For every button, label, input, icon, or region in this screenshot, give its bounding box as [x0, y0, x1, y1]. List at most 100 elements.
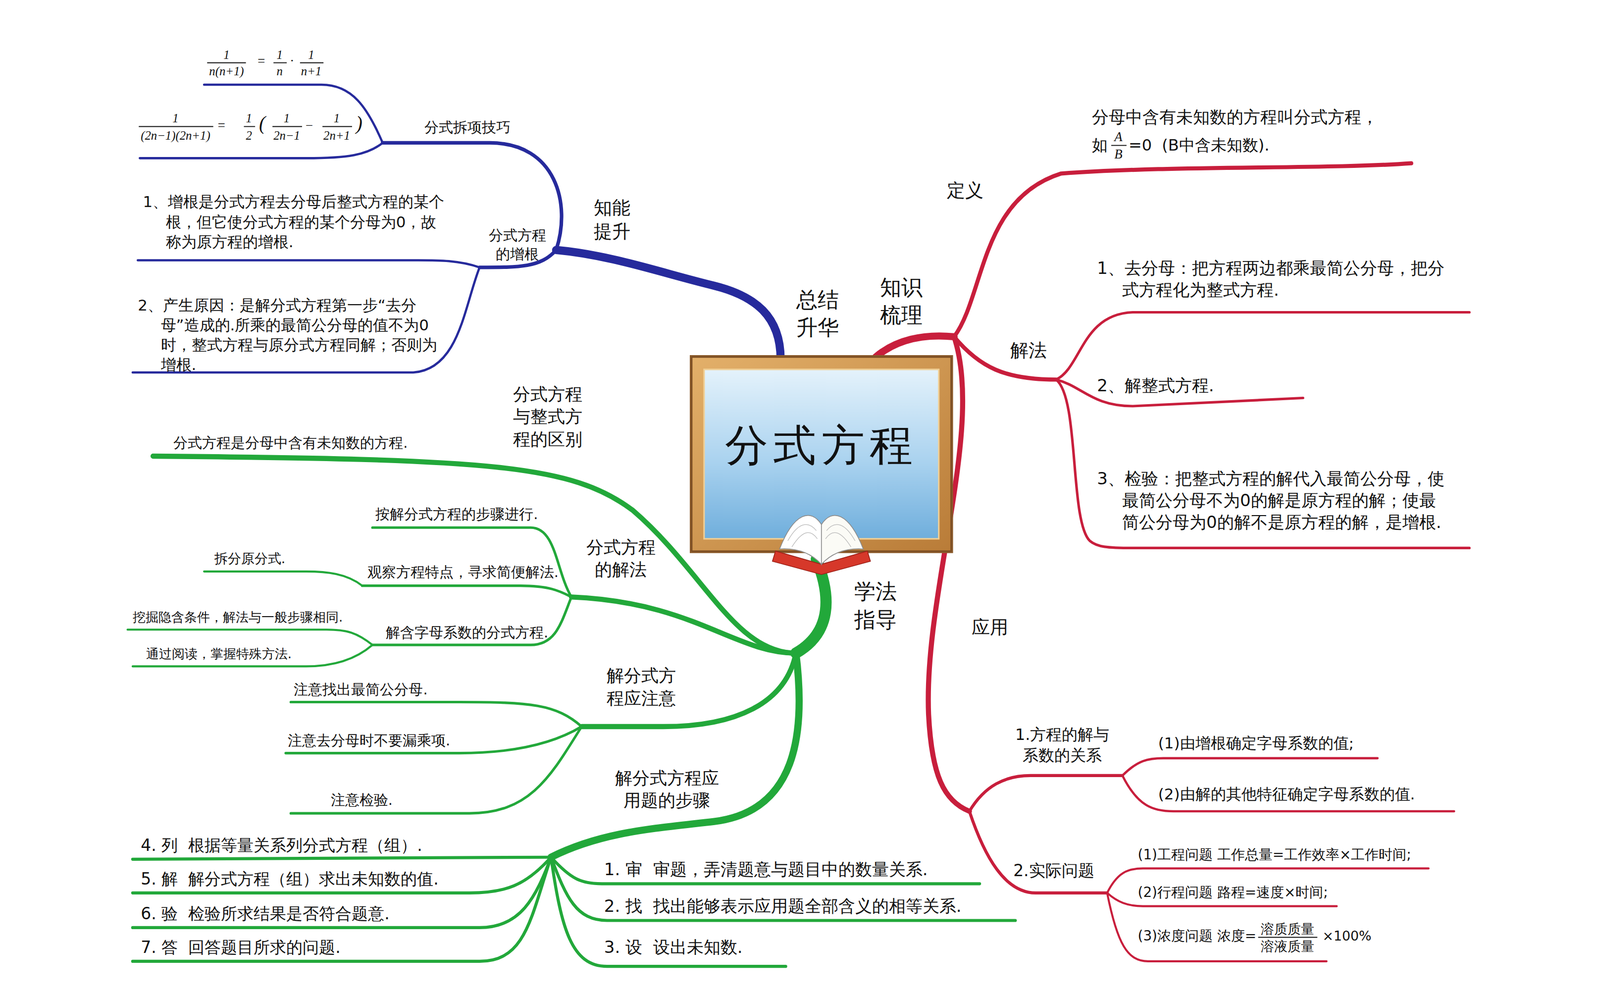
- branch-line: [372, 596, 572, 645]
- step-text: 1. 审 审题，弄清题意与题目中的数量关系.: [604, 858, 929, 880]
- book-icon: [772, 515, 871, 575]
- step-text: 6. 验 检验所求结果是否符合题意.: [140, 903, 390, 925]
- branch-line: [1122, 775, 1455, 812]
- book-page-lines: [787, 524, 856, 547]
- step-text: 4. 列 根据等量关系列分式方程（组）.: [140, 834, 422, 857]
- branch-line: [551, 857, 1016, 921]
- branch-line: [204, 571, 362, 586]
- fraction-bar: [322, 126, 353, 128]
- note-text: 观察方程特点，寻求简便解法.: [367, 563, 559, 582]
- frame-wood: [691, 357, 951, 551]
- branch-line: [1122, 758, 1378, 776]
- branch-line: [132, 857, 552, 928]
- book-page-right: [821, 515, 864, 565]
- branch-line: [551, 653, 800, 858]
- formula-part: ·: [290, 53, 294, 69]
- formula-part: 2: [246, 128, 253, 143]
- step-text: 3. 设 设出未知数.: [604, 935, 743, 958]
- formula-part: 1: [223, 48, 230, 62]
- formula-part: =: [216, 118, 226, 133]
- branch-title: 分式方程与整式方程的区别: [510, 382, 585, 451]
- branch-title: 知识梳理: [877, 273, 925, 329]
- central-topic-board: 分式方程: [691, 357, 951, 552]
- note-text: =0 (B中含未知数).: [1128, 136, 1270, 155]
- fraction-bar: [206, 62, 246, 64]
- note-text: 1、去分母：把方程两边都乘最简公分母，把分式方程化为整式方程.: [1096, 257, 1450, 301]
- branch-title: 知能提升: [591, 196, 633, 244]
- formula-part: ): [356, 112, 363, 134]
- branch-line: [969, 811, 1108, 893]
- branch-line: [1056, 311, 1470, 380]
- formula-part: 1: [172, 111, 179, 125]
- formula-part: n: [276, 64, 283, 78]
- note-text: (1)工程问题 工作总量=工作效率×工作时间;: [1137, 845, 1412, 864]
- branch-title: 应用: [971, 615, 1009, 640]
- branch-title: 解分式方程应注意: [604, 664, 679, 710]
- formula-part: 1: [283, 111, 290, 125]
- note-text: 拆分原分式.: [214, 550, 286, 568]
- fraction-bar: [1258, 936, 1318, 938]
- branch-title: 学法指导: [852, 577, 900, 633]
- note-text: 解含字母系数的分式方程.: [385, 623, 549, 642]
- branch-title: 1.方程的解与系数的关系: [1013, 724, 1112, 766]
- branch-line: [362, 585, 572, 598]
- formula-part: n+1: [301, 64, 322, 78]
- branch-line: [132, 857, 552, 860]
- note-text: (3)浓度问题 浓度=: [1137, 928, 1257, 944]
- formula-part: 1: [333, 111, 340, 125]
- fraction-bar: [272, 126, 303, 128]
- branch-title: 分式方程的增根: [486, 226, 549, 264]
- step-text: 2. 找 找出能够表示应用题全部含义的相等关系.: [604, 894, 962, 917]
- page-line: [791, 532, 818, 547]
- branch-lines: [127, 84, 1470, 967]
- formula-part: 1: [276, 48, 283, 62]
- formula-part: (: [258, 112, 266, 134]
- branch-line: [204, 84, 383, 143]
- note-text: 注意检验.: [330, 790, 393, 810]
- note-text: 注意去分母时不要漏乘项.: [287, 731, 451, 750]
- note-text: 3、检验：把整式方程的解代入最简公分母，使最简公分母不为0的解是原方程的解；使最…: [1096, 467, 1450, 534]
- note-text: (2)行程问题 路程=速度×时间;: [1137, 883, 1329, 902]
- fraction-bar: [243, 126, 256, 128]
- board-screen: [704, 369, 939, 539]
- formula-part: A: [1114, 129, 1123, 145]
- branch-line: [132, 857, 552, 962]
- page-line: [825, 532, 852, 547]
- branch-line: [132, 644, 373, 667]
- step-text: 5. 解 解分式方程（组）求出未知数的值.: [140, 868, 439, 890]
- branch-title: 总结升华: [793, 285, 841, 342]
- note-text: 挖掘隐含条件，解法与一般步骤相同.: [132, 609, 343, 626]
- formula-part: −: [304, 118, 314, 133]
- note-text: (2)由解的其他特征确定字母系数的值.: [1158, 783, 1416, 804]
- formula-part: 1: [308, 48, 314, 62]
- note-text: ×100%: [1322, 928, 1372, 943]
- note-text: 1、增根是分式方程去分母后整式方程的某个根，但它使分式方程的某个分母为0，故称为…: [142, 191, 446, 252]
- branch-line: [139, 142, 383, 158]
- note-text: 分式方程是分母中含有未知数的方程.: [173, 433, 408, 453]
- formula-part: B: [1114, 147, 1123, 162]
- note-text: 2、解整式方程.: [1096, 374, 1214, 397]
- note-text: 按解分式方程的步骤进行.: [375, 505, 538, 524]
- branch-line: [132, 857, 552, 893]
- branch-line: [581, 653, 797, 727]
- board-frame: [689, 355, 954, 554]
- branch-title: 分式拆项技巧: [424, 118, 511, 137]
- branch-line: [1107, 892, 1327, 962]
- branch-line: [290, 702, 582, 727]
- branch-title: 定义: [946, 178, 984, 203]
- fraction-bar: [138, 126, 213, 128]
- formula-part: 2n+1: [323, 128, 351, 143]
- branch-line: [551, 857, 980, 884]
- formula-part: 1: [246, 111, 253, 125]
- fraction-bar: [300, 62, 324, 64]
- note-text: 通过阅读，掌握特殊方法.: [146, 645, 292, 663]
- fraction-text: 溶液质量: [1260, 938, 1315, 954]
- branch-line: [285, 726, 582, 754]
- branch-title: 2.实际问题: [1013, 860, 1094, 882]
- branch-line: [969, 775, 1123, 812]
- note-text: (1)由增根确定字母系数的值;: [1158, 732, 1354, 753]
- fraction-bar: [1111, 145, 1127, 147]
- formula-part: (2n−1)(2n+1): [140, 128, 210, 143]
- branch-line: [875, 335, 955, 358]
